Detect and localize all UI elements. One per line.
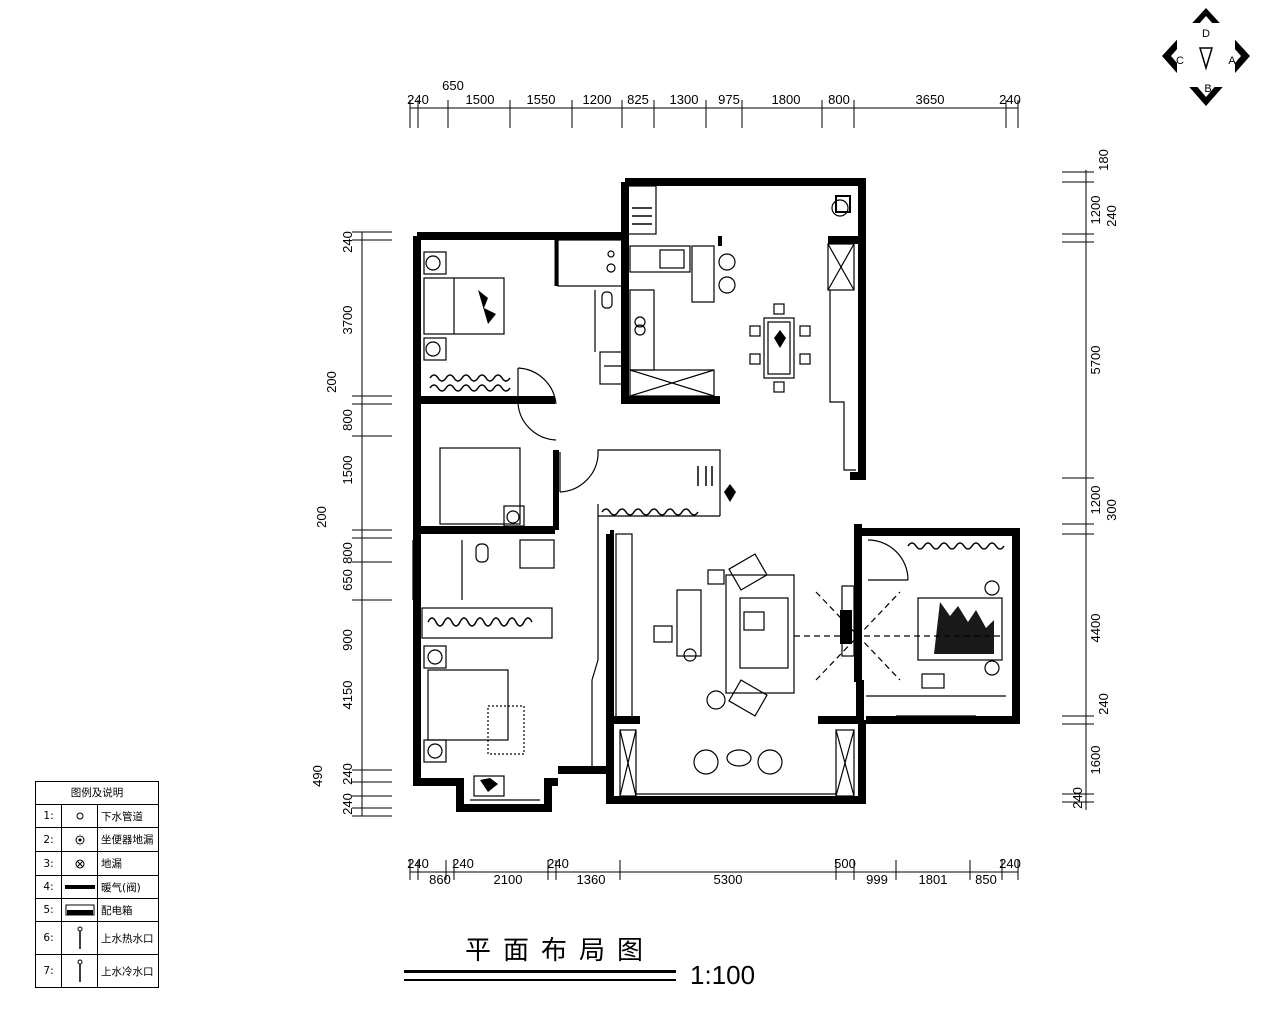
legend-label: 上水冷水口 [101, 965, 154, 978]
dimension-label-top: 800 [828, 92, 850, 107]
cold-water-pin-icon [62, 955, 98, 987]
heater-bar-icon [62, 876, 98, 898]
dimension-label-bottom: 860 [429, 872, 451, 887]
wardrobe-hangers [427, 207, 1005, 627]
dimension-label-right: 240 [1070, 787, 1085, 809]
dimension-label-left: 240 [340, 793, 355, 815]
dimension-label-right: 240 [1096, 693, 1111, 715]
legend-label: 配电箱 [101, 904, 133, 917]
dimension-label-left: 900 [340, 629, 355, 651]
legend-row: 6: 上水热水口 [36, 922, 158, 955]
dimension-label-bottom: 850 [975, 872, 997, 887]
dimension-top [409, 100, 1019, 128]
legend-label: 上水热水口 [101, 932, 154, 945]
compass-letter: A [1228, 55, 1236, 67]
dimension-label-top: 1550 [527, 92, 556, 107]
dimension-label-top: 3650 [916, 92, 945, 107]
legend-num: 2: [36, 828, 62, 851]
dimension-label-bottom: 999 [866, 872, 888, 887]
dimension-label-top: 1800 [772, 92, 801, 107]
dimension-label-left: 800 [340, 542, 355, 564]
dimension-label-right: 5700 [1088, 346, 1103, 375]
legend-row: 3: 地漏 [36, 852, 158, 876]
dimension-label-left: 3700 [340, 306, 355, 335]
legend-row: 4: 暖气(阀) [36, 876, 158, 899]
dimension-label-left: 800 [340, 409, 355, 431]
dimension-label-right: 180 [1096, 149, 1111, 171]
legend-row: 7: 上水冷水口 [36, 955, 158, 987]
drawing-title: 平面布局图 [465, 936, 656, 966]
legend-num: 5: [36, 899, 62, 921]
fixtures [425, 199, 1000, 759]
compass-letter: C [1176, 55, 1184, 67]
dimension-label-left: 240 [340, 763, 355, 785]
dimension-label-right: 240 [1104, 205, 1119, 227]
legend-table: 图例及说明 1: 下水管道 2: 坐便器地漏 3: 地漏 4: 暖气(阀) 5:… [35, 781, 159, 988]
interior-lines [412, 185, 1006, 807]
dimension-label-bottom: 240 [452, 856, 474, 871]
dimension-label-left: 200 [314, 506, 329, 528]
legend-num: 4: [36, 876, 62, 898]
small-circle-icon [62, 805, 98, 827]
electric-box-icon [62, 899, 98, 921]
decor-fills [478, 195, 994, 792]
dimension-label-bottom: 1360 [577, 872, 606, 887]
dimension-label-right: 4400 [1088, 614, 1103, 643]
dimension-label-right: 1200 [1088, 196, 1103, 225]
crossed-circle-icon [62, 852, 98, 875]
dimension-label-left: 490 [310, 765, 325, 787]
dimension-bottom [409, 860, 1019, 880]
legend-row: 1: 下水管道 [36, 805, 158, 828]
dimension-label-left: 4150 [340, 681, 355, 710]
dimension-label-bottom: 240 [547, 856, 569, 871]
compass-letter: B [1204, 83, 1211, 95]
legend-header: 图例及说明 [36, 782, 158, 805]
dimension-label-left: 1500 [340, 456, 355, 485]
dimension-label-top: 975 [718, 92, 740, 107]
dimension-label-top: 240 [999, 92, 1021, 107]
dimension-label-right: 1600 [1088, 746, 1103, 775]
hot-water-pin-icon [62, 922, 98, 954]
legend-num: 3: [36, 852, 62, 875]
dimension-label-bottom: 500 [834, 856, 856, 871]
dimension-label-bottom: 5300 [714, 872, 743, 887]
legend-num: 6: [36, 922, 62, 954]
dimension-label-top: 1300 [670, 92, 699, 107]
legend-row: 2: 坐便器地漏 [36, 828, 158, 852]
dimension-label-left: 650 [340, 569, 355, 591]
dimension-label-right: 300 [1104, 499, 1119, 521]
compass-letter: D [1202, 28, 1210, 40]
dimension-label-bottom: 240 [999, 856, 1021, 871]
legend-label: 地漏 [101, 858, 122, 870]
dimension-label-bottom: 240 [407, 856, 429, 871]
legend-label: 坐便器地漏 [101, 834, 154, 846]
dimension-label-top: 240 [407, 92, 429, 107]
dimension-right [1062, 170, 1094, 810]
legend-num: 1: [36, 805, 62, 827]
dimension-label-top: 825 [627, 92, 649, 107]
dimension-left [352, 231, 392, 817]
dimension-label-bottom: 1801 [919, 872, 948, 887]
legend-label: 下水管道 [101, 810, 143, 823]
title-underline [404, 979, 676, 981]
dimension-label-bottom: 2100 [494, 872, 523, 887]
dimension-label-right: 1200 [1088, 486, 1103, 515]
dimension-label-left: 200 [324, 371, 339, 393]
legend-num: 7: [36, 955, 62, 987]
dimension-label-top: 650 [442, 78, 464, 93]
walls [413, 178, 1020, 812]
dotted-circle-icon [62, 828, 98, 851]
legend-row: 5: 配电箱 [36, 899, 158, 922]
title-underline [404, 970, 676, 973]
compass-icon: D A B C [1162, 8, 1250, 106]
drawing-scale: 1:100 [690, 960, 756, 990]
legend-label: 暖气(阀) [101, 881, 141, 894]
dimension-label-left: 240 [340, 231, 355, 253]
dimension-label-top: 1500 [466, 92, 495, 107]
dimension-label-top: 1200 [583, 92, 612, 107]
